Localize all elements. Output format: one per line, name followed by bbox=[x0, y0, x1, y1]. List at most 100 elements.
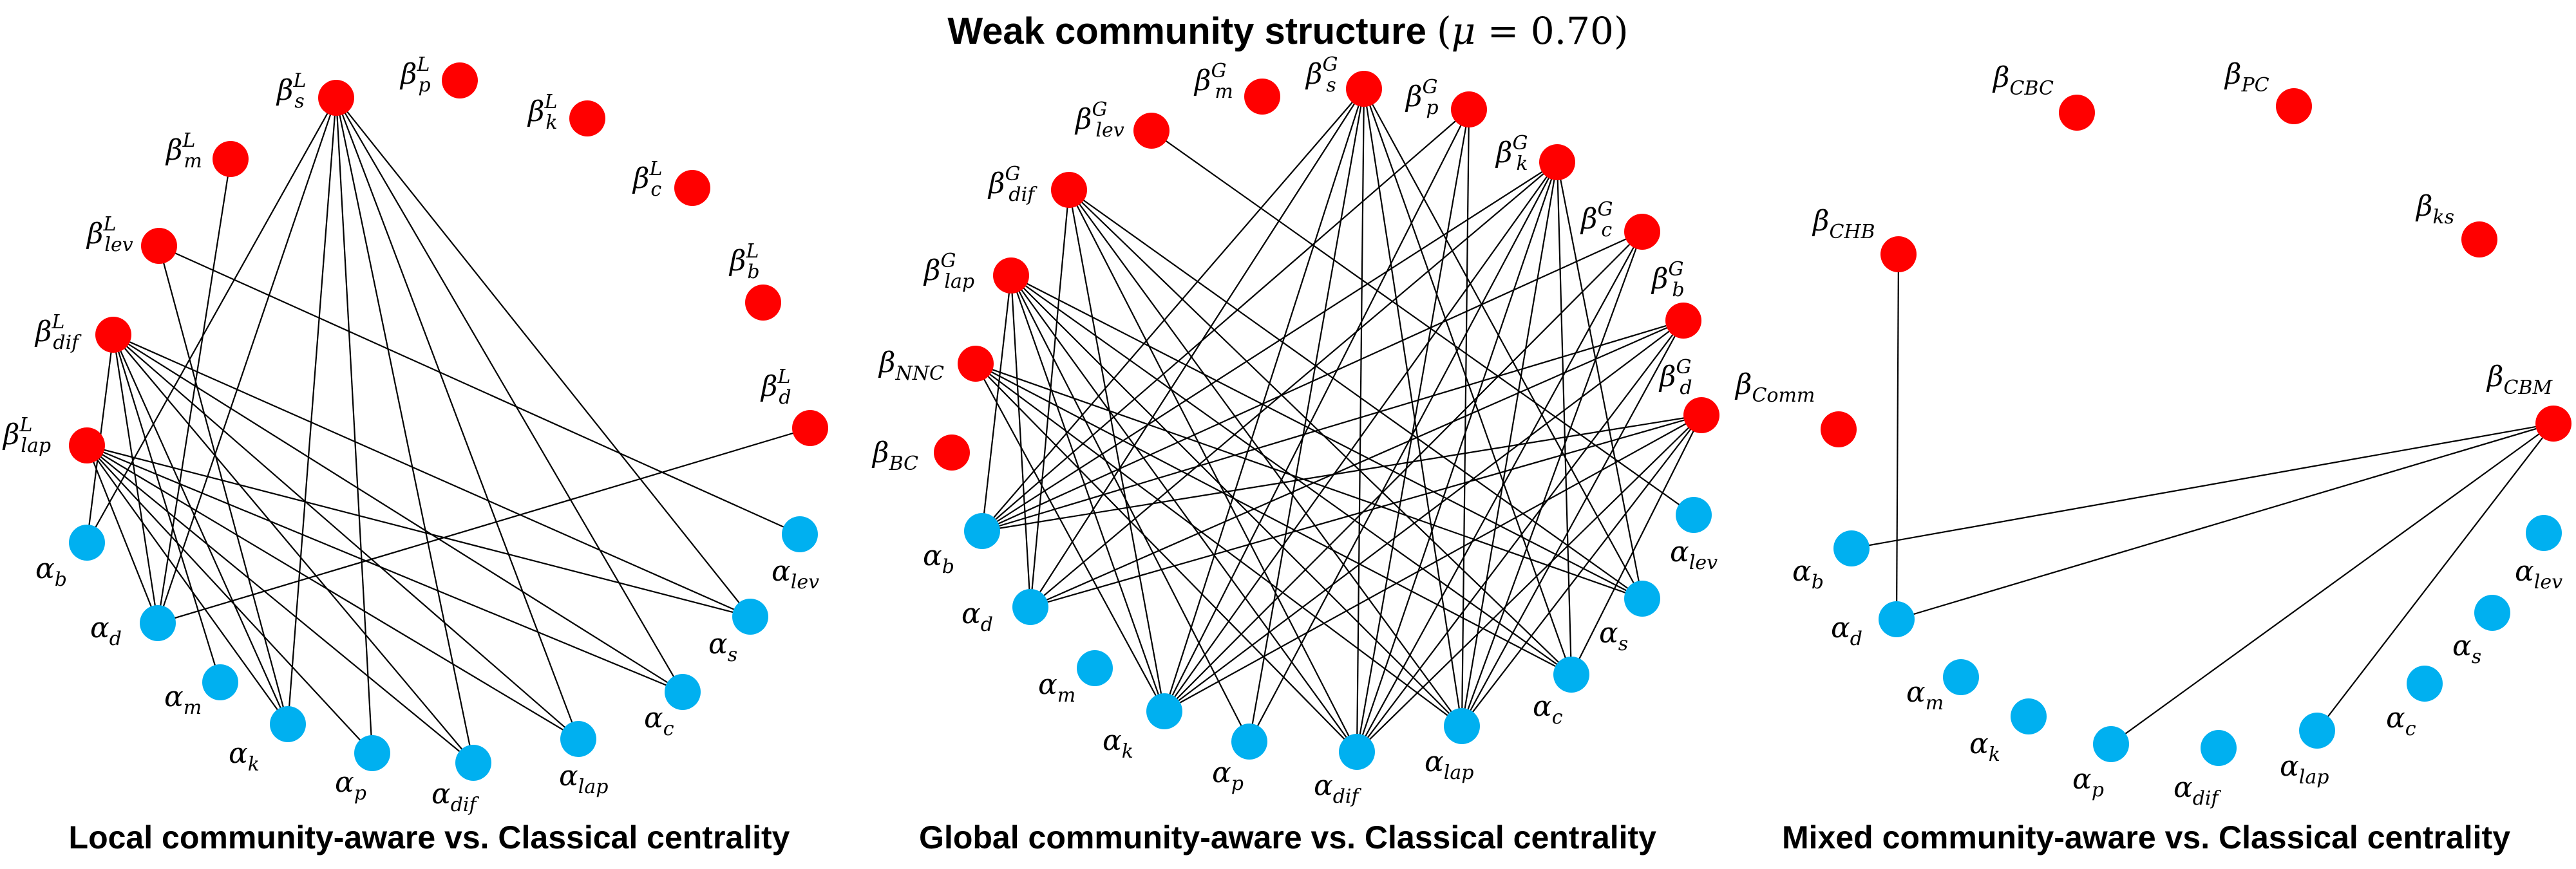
beta-label-2-CHB: βCHB bbox=[1812, 205, 1875, 243]
alpha-node-2-s bbox=[2474, 595, 2510, 631]
edge-p1-47 bbox=[1356, 320, 1684, 752]
beta-node-1-s bbox=[1346, 71, 1382, 107]
edge-p1-32 bbox=[1010, 275, 1463, 727]
figure-title: Weak community structure (μ = 0.70) bbox=[947, 9, 1629, 53]
edge-p1-13 bbox=[1029, 189, 1070, 608]
beta-node-1-m bbox=[1244, 79, 1280, 115]
edge-p0-16 bbox=[113, 334, 579, 740]
alpha-label-2-dif: αdif bbox=[2174, 771, 2222, 810]
beta-node-1-c bbox=[1624, 214, 1660, 250]
alpha-node-1-lev bbox=[1676, 497, 1712, 533]
edge-p1-26 bbox=[1556, 162, 1643, 599]
beta-node-0-dif bbox=[95, 317, 131, 353]
edge-p1-9 bbox=[1164, 109, 1470, 712]
edge-p0-24 bbox=[86, 444, 683, 693]
alpha-node-0-lev bbox=[782, 516, 818, 552]
beta-node-0-lap bbox=[69, 427, 105, 463]
title-mu-value: = 0.70 bbox=[1475, 9, 1614, 53]
edge-p1-20 bbox=[1030, 162, 1558, 608]
beta-node-1-lap bbox=[993, 257, 1029, 294]
edge-p1-23 bbox=[1356, 162, 1558, 752]
beta-label-2-ks: βks bbox=[2415, 190, 2454, 229]
alpha-label-1-k: αk bbox=[1103, 724, 1133, 763]
edge-p1-45 bbox=[1030, 319, 1684, 608]
alpha-node-0-s bbox=[732, 599, 768, 635]
edge-p1-39 bbox=[975, 363, 1165, 712]
beta-node-0-lev bbox=[141, 228, 177, 264]
alpha-label-0-dif: αdif bbox=[431, 778, 480, 816]
edge-p0-23 bbox=[86, 445, 579, 740]
edge-p0-4 bbox=[335, 97, 475, 763]
edge-p1-0 bbox=[981, 88, 1365, 532]
alpha-label-1-d: αd bbox=[961, 597, 993, 636]
beta-node-1-d bbox=[1683, 397, 1719, 433]
edge-p0-13 bbox=[112, 334, 222, 683]
beta-node-1-lev bbox=[1133, 113, 1170, 149]
edge-p1-44 bbox=[981, 319, 1684, 532]
beta-node-1-k bbox=[1539, 144, 1575, 180]
beta-node-1-BC bbox=[934, 434, 970, 471]
alpha-label-1-c: αc bbox=[1533, 690, 1563, 729]
edge-p0-0 bbox=[86, 97, 337, 543]
nodes-layer bbox=[69, 62, 2571, 781]
edge-p1-5 bbox=[1363, 88, 1463, 727]
edge-p0-25 bbox=[86, 444, 751, 618]
alpha-label-2-p: αp bbox=[2072, 763, 2104, 801]
beta-node-1-NNC bbox=[958, 346, 994, 382]
alpha-label-0-lap: αlap bbox=[559, 760, 608, 798]
edge-p0-19 bbox=[86, 445, 159, 624]
alpha-label-1-lap: αlap bbox=[1425, 745, 1473, 784]
beta-node-0-s bbox=[318, 80, 354, 116]
beta-node-2-PC bbox=[2276, 88, 2312, 124]
edge-p1-53 bbox=[1461, 415, 1702, 727]
edge-p0-22 bbox=[86, 445, 474, 763]
alpha-node-0-lap bbox=[560, 721, 596, 757]
alpha-node-2-lap bbox=[2299, 713, 2335, 749]
alpha-label-1-p: αp bbox=[1212, 756, 1244, 795]
alpha-node-0-p bbox=[354, 735, 390, 771]
edge-p0-3 bbox=[335, 97, 374, 754]
beta-node-2-Comm bbox=[1821, 411, 1857, 447]
beta-node-1-dif bbox=[1051, 172, 1087, 208]
edge-p1-22 bbox=[1249, 162, 1558, 742]
alpha-node-1-dif bbox=[1339, 734, 1375, 770]
edge-p1-46 bbox=[1164, 320, 1684, 712]
beta-node-0-b bbox=[745, 285, 781, 321]
caption-mixed: Mixed community-aware vs. Classical cent… bbox=[1781, 819, 2511, 855]
edge-p1-19 bbox=[981, 162, 1558, 532]
alpha-node-1-d bbox=[1012, 589, 1048, 625]
beta-node-2-ks bbox=[2461, 221, 2497, 257]
alpha-label-2-m: αm bbox=[1906, 676, 1944, 715]
edge-p1-29 bbox=[1010, 275, 1166, 712]
edge-p1-17 bbox=[1068, 189, 1572, 675]
alpha-node-1-s bbox=[1624, 581, 1660, 617]
edge-p1-7 bbox=[1363, 88, 1643, 599]
edge-p1-4 bbox=[1356, 88, 1365, 752]
alpha-label-1-lev: αlev bbox=[1670, 536, 1718, 574]
alpha-node-2-m bbox=[1943, 659, 1979, 695]
edge-p1-15 bbox=[1068, 189, 1358, 752]
alpha-node-1-p bbox=[1231, 724, 1267, 760]
edge-p1-34 bbox=[1010, 275, 1643, 599]
beta-node-2-CBC bbox=[2059, 95, 2095, 131]
alpha-label-0-c: αc bbox=[644, 702, 674, 740]
alpha-node-0-dif bbox=[455, 745, 491, 781]
title-text: Weak community structure bbox=[947, 10, 1426, 52]
alpha-label-0-k: αk bbox=[229, 737, 260, 776]
beta-label-2-CBC: βCBC bbox=[1992, 61, 2054, 100]
beta-node-0-k bbox=[569, 100, 605, 136]
alpha-label-1-dif: αdif bbox=[1314, 769, 1362, 808]
edge-p1-21 bbox=[1164, 162, 1558, 712]
